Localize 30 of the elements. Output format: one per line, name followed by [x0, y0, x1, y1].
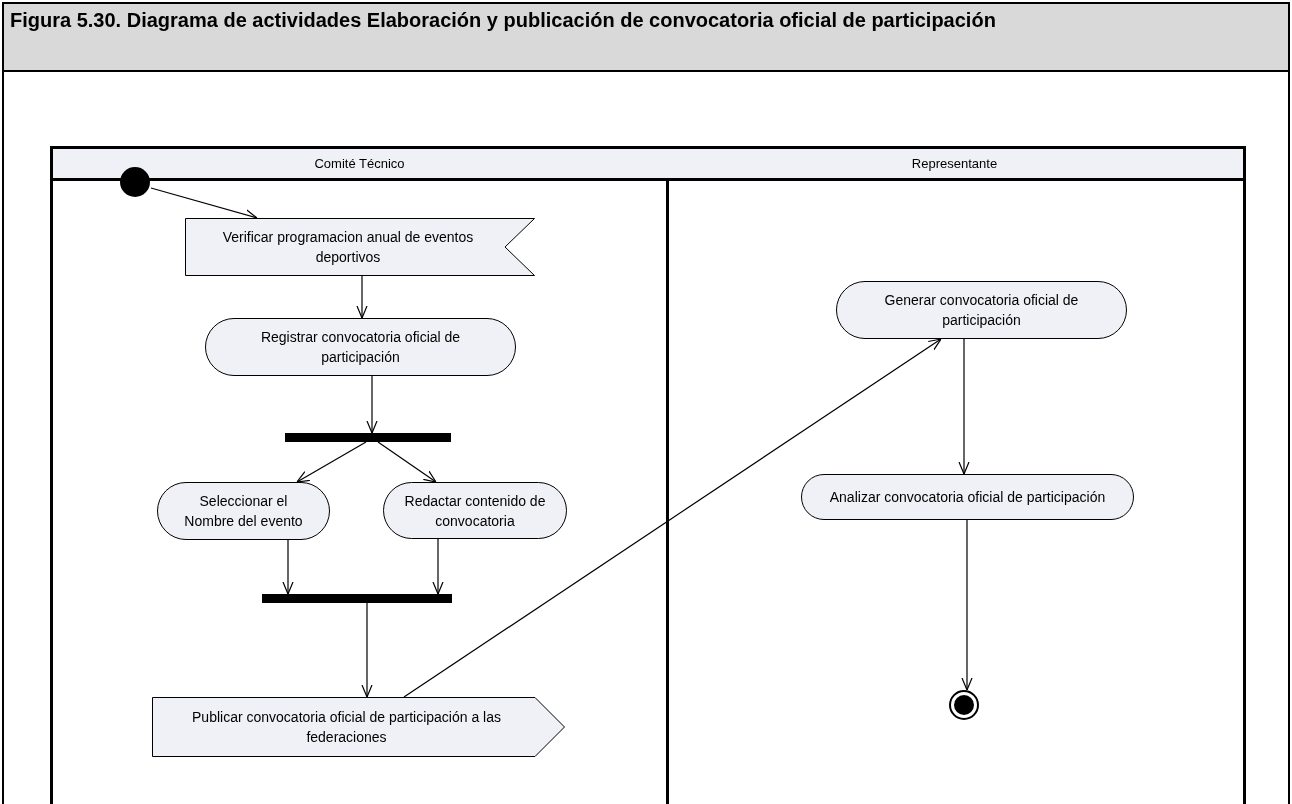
action-label: Redactar contenido de convocatoria	[403, 491, 547, 531]
action-label: Verificar programacion anual de eventos deportivos	[221, 228, 475, 267]
action-label: Publicar convocatoria oficial de participación a las federaciones	[191, 708, 502, 747]
action-label: Analizar convocatoria oficial de participación	[829, 488, 1106, 507]
control-flow-arrow	[961, 519, 973, 691]
swimlane	[50, 146, 669, 804]
control-flow-arrow	[958, 338, 970, 475]
send-signal-node	[152, 697, 565, 757]
control-flow-arrow	[366, 375, 378, 434]
control-flow-arrow	[377, 441, 437, 483]
fork-bar	[285, 433, 451, 442]
lane-header: Representante	[666, 149, 1243, 181]
action-node	[801, 474, 1134, 520]
action-label: Generar convocatoria oficial de participación	[883, 291, 1080, 330]
accept-event-node	[185, 218, 535, 276]
action-label: Registrar convocatoria oficial de participación	[259, 328, 462, 367]
control-flow-arrow	[296, 441, 367, 483]
control-flow-arrow	[356, 275, 368, 319]
final-node	[949, 690, 979, 720]
swimlane	[666, 146, 1246, 804]
figure-title: Figura 5.30. Diagrama de actividades Elaboración y publicación de convocatoria oficial de participación	[10, 8, 997, 32]
control-flow-arrow	[361, 602, 373, 698]
action-label: Seleccionar el Nombre del evento	[183, 492, 304, 531]
control-flow-arrow	[403, 338, 942, 698]
fork-bar	[262, 594, 452, 603]
initial-node	[120, 167, 150, 197]
lane-header: Comité Técnico	[53, 149, 666, 181]
control-flow-arrow	[282, 539, 294, 595]
action-node	[383, 482, 567, 539]
control-flow-arrow	[432, 538, 444, 595]
